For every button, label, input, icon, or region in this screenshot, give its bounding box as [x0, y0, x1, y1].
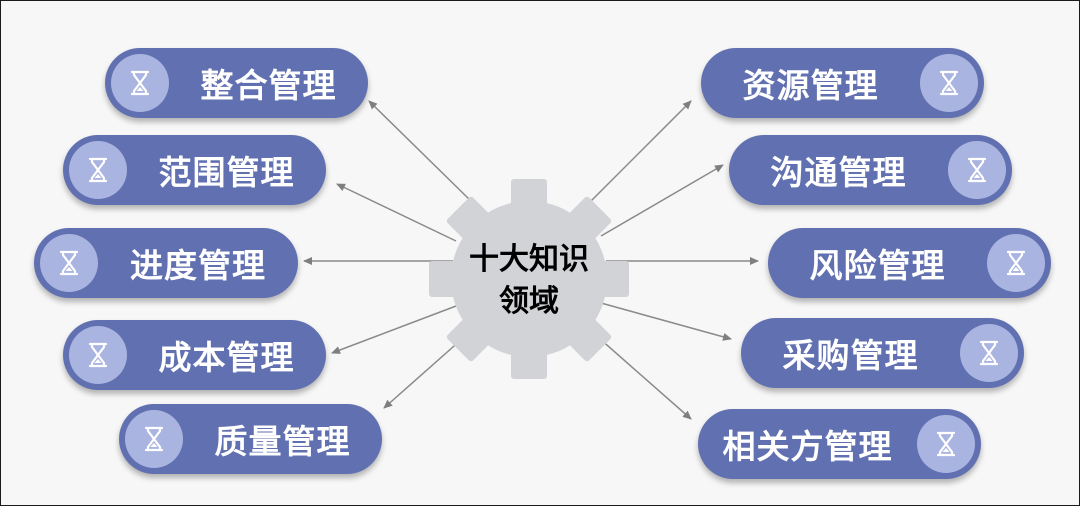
item-label: 质量管理: [214, 422, 351, 461]
arrow-to-goutong: [600, 164, 724, 237]
item-label: 采购管理: [782, 336, 919, 375]
hourglass-icon: [917, 415, 975, 473]
hourglass-icon: [40, 234, 98, 292]
arrow-to-xiangguanfang: [590, 330, 692, 420]
item-label: 整合管理: [200, 66, 337, 105]
hourglass-icon: [948, 141, 1006, 199]
item-label: 风险管理: [809, 246, 946, 285]
item-label: 相关方管理: [722, 427, 893, 466]
hub-title: 十大知识 领域: [429, 239, 629, 323]
arrow-to-fanwei: [336, 183, 457, 242]
item-fanwei-management[interactable]: 范围管理: [63, 135, 326, 205]
hourglass-icon: [987, 234, 1045, 292]
hourglass-icon: [920, 54, 978, 112]
item-label: 资源管理: [742, 66, 879, 105]
hub-title-line1: 十大知识: [469, 242, 589, 277]
item-jindu-management[interactable]: 进度管理: [34, 228, 298, 298]
arrow-to-chengben: [331, 305, 457, 354]
item-caigou-management[interactable]: 采购管理: [741, 318, 1024, 388]
item-label: 进度管理: [130, 246, 266, 285]
item-zhenghe-management[interactable]: 整合管理: [105, 48, 368, 118]
hub-title-line2: 领域: [499, 284, 559, 319]
item-label: 范围管理: [158, 153, 295, 192]
hourglass-icon: [125, 410, 183, 468]
gear-icon: [429, 179, 629, 379]
arrow-to-caigou: [600, 302, 732, 341]
hourglass-icon: [69, 326, 127, 384]
hourglass-icon: [111, 54, 169, 112]
item-chengben-management[interactable]: 成本管理: [63, 320, 326, 390]
item-ziyuan-management[interactable]: 资源管理: [701, 48, 984, 118]
item-xiangguanfang-management[interactable]: 相关方管理: [698, 409, 981, 479]
arrow-to-zhenghe: [368, 100, 472, 202]
item-goutong-management[interactable]: 沟通管理: [729, 135, 1012, 205]
arrow-to-ziyuan: [590, 100, 692, 202]
item-label: 沟通管理: [770, 153, 907, 192]
item-zhiliang-management[interactable]: 质量管理: [119, 404, 382, 474]
item-fengxian-management[interactable]: 风险管理: [768, 228, 1051, 298]
hourglass-icon: [69, 141, 127, 199]
item-label: 成本管理: [158, 338, 295, 377]
hourglass-icon: [960, 324, 1018, 382]
